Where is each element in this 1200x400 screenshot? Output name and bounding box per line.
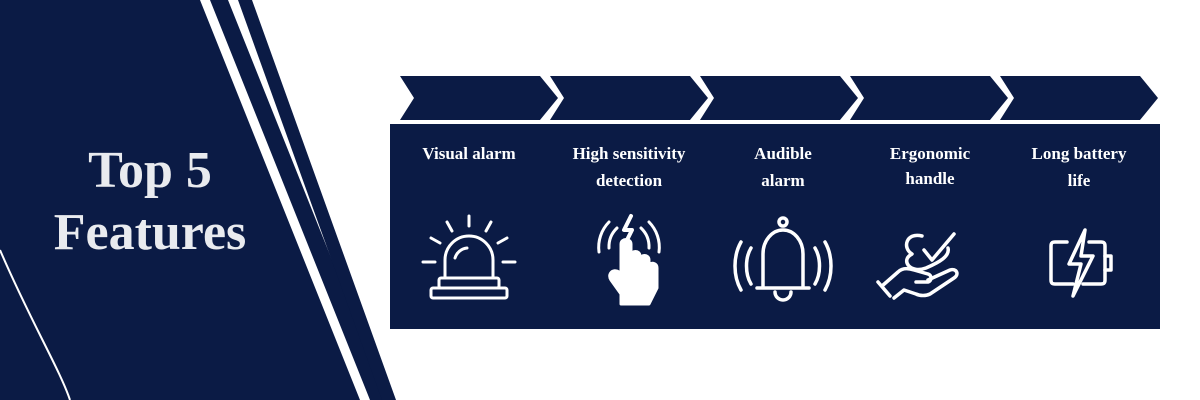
feature-label-line-2: detection	[595, 171, 663, 190]
curved-accent-line	[0, 249, 71, 400]
ringing-bell-icon	[723, 212, 843, 308]
siren-icon	[409, 212, 529, 308]
feature-high-sensitivity-detection: High sensitivity detection	[554, 124, 704, 329]
feature-label: Visual alarm	[394, 140, 544, 167]
page-title: Top 5 Features	[30, 140, 270, 264]
title-line-2: Features	[53, 204, 247, 261]
chevron-arrow-2	[550, 76, 708, 120]
feature-label-line-2: alarm	[761, 171, 805, 190]
feature-visual-alarm: Visual alarm	[394, 124, 544, 329]
feature-label-line-2: handle	[905, 169, 955, 188]
diagonal-stripe-2	[238, 0, 396, 400]
chevron-arrow-3	[700, 76, 858, 120]
feature-label: Ergonomic handle	[855, 141, 1005, 191]
diagonal-stripe-1	[210, 0, 388, 400]
feature-label-line-1: Long battery	[1031, 144, 1127, 163]
feature-long-battery-life: Long battery life	[1004, 124, 1154, 329]
battery-charging-icon	[1019, 212, 1139, 308]
feature-label-line-1: Ergonomic	[889, 144, 971, 163]
feature-audible-alarm: Audible alarm	[708, 124, 858, 329]
hand-check-icon	[870, 212, 990, 308]
touch-sensor-icon	[569, 212, 689, 308]
feature-ergonomic-handle: Ergonomic handle	[855, 124, 1005, 329]
feature-label-line-1: Audible	[754, 144, 812, 163]
features-panel: Visual alarm High sensitivity detectio	[390, 124, 1160, 329]
feature-label-line-2: life	[1067, 171, 1091, 190]
feature-label: Long battery life	[1004, 140, 1154, 194]
feature-label: Audible alarm	[708, 140, 858, 194]
chevron-arrow-5	[1000, 76, 1158, 120]
feature-label-line-1: Visual alarm	[422, 144, 516, 163]
title-line-1: Top 5	[88, 142, 212, 199]
navy-left-panel	[0, 0, 360, 400]
chevron-arrow-4	[850, 76, 1008, 120]
feature-label: High sensitivity detection	[554, 140, 704, 194]
feature-label-line-1: High sensitivity	[572, 144, 686, 163]
chevron-arrow-1	[400, 76, 558, 120]
chevron-arrow-row	[400, 76, 1158, 120]
